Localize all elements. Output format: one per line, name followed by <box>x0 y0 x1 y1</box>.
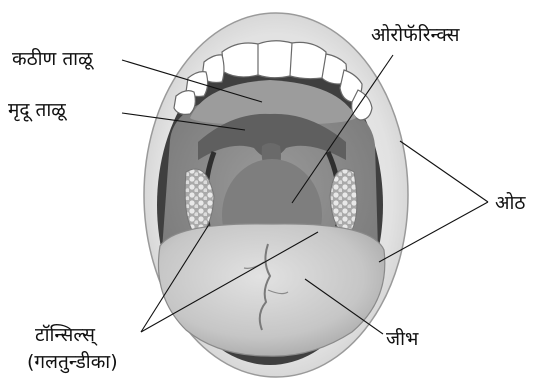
label-hard-palate: कठीण ताळू <box>12 48 93 70</box>
label-oropharynx: ओरोफॅरिन्क्स <box>371 24 460 46</box>
label-soft-palate: मृदू ताळू <box>8 99 66 121</box>
label-lips: ओठ <box>495 192 525 214</box>
label-tonsils-line1: टॉन्सिल्स् <box>35 324 95 346</box>
label-tonsils-line2: (गलतुन्डीका) <box>27 351 118 373</box>
label-tongue: जीभ <box>386 328 418 350</box>
